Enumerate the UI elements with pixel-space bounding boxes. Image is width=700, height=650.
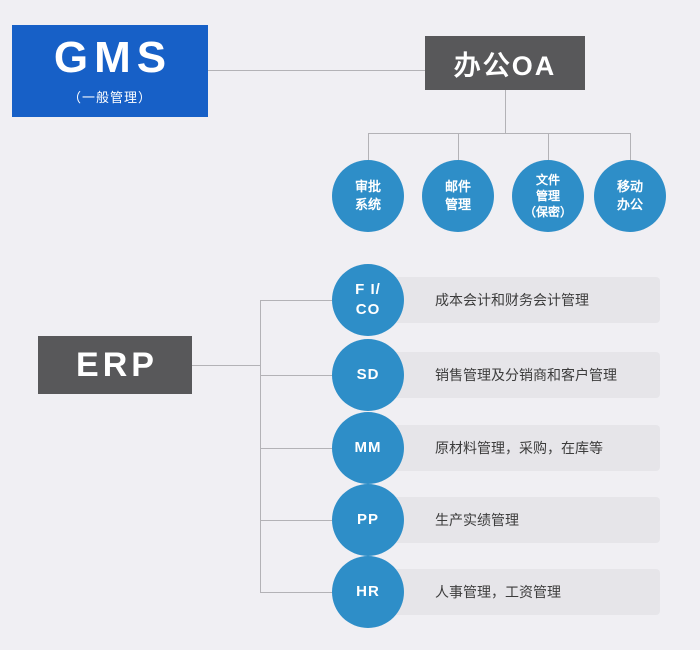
erp-module-bar-fico: 成本会计和财务会计管理 <box>360 277 660 323</box>
oa-circle-file-management: 文件 管理 （保密） <box>512 160 584 232</box>
erp-module-circle-sd: SD <box>332 339 404 411</box>
connector-oa-drop-2 <box>458 133 459 160</box>
erp-module-desc: 成本会计和财务会计管理 <box>435 292 589 308</box>
connector-erp-stub-5 <box>260 592 334 593</box>
connector-gms-oa <box>208 70 425 71</box>
erp-module-bar-mm: 原材料管理，采购，在库等 <box>360 425 660 471</box>
erp-module-desc: 原材料管理，采购，在库等 <box>435 440 603 456</box>
erp-box: ERP <box>38 336 192 394</box>
connector-oa-drop-4 <box>630 133 631 160</box>
erp-module-desc: 销售管理及分销商和客户管理 <box>435 367 617 383</box>
erp-module-desc: 人事管理，工资管理 <box>435 584 561 600</box>
erp-module-bar-sd: 销售管理及分销商和客户管理 <box>360 352 660 398</box>
erp-module-circle-hr: HR <box>332 556 404 628</box>
erp-title: ERP <box>76 345 158 384</box>
connector-oa-drop-1 <box>368 133 369 160</box>
oa-circle-mail-management: 邮件 管理 <box>422 160 494 232</box>
connector-erp-stub-4 <box>260 520 334 521</box>
connector-erp-stub-1 <box>260 300 334 301</box>
connector-oa-down <box>505 90 506 133</box>
gms-title: GMS <box>53 33 173 82</box>
gms-subtitle: （一般管理） <box>67 90 152 105</box>
connector-erp-stub-2 <box>260 375 334 376</box>
connector-erp-right <box>192 365 260 366</box>
erp-module-circle-mm: MM <box>332 412 404 484</box>
oa-circle-mobile-office: 移动 办公 <box>594 160 666 232</box>
erp-module-circle-fico: F I/ CO <box>332 264 404 336</box>
connector-oa-spread <box>368 133 630 134</box>
erp-module-desc: 生产实绩管理 <box>435 512 519 528</box>
erp-module-bar-hr: 人事管理，工资管理 <box>360 569 660 615</box>
oa-box: 办公OA <box>425 36 585 90</box>
erp-module-circle-pp: PP <box>332 484 404 556</box>
connector-oa-drop-3 <box>548 133 549 160</box>
gms-box: GMS （一般管理） <box>12 25 208 117</box>
connector-erp-stub-3 <box>260 448 334 449</box>
oa-title: 办公OA <box>453 50 557 81</box>
connector-erp-trunk <box>260 300 261 592</box>
oa-circle-approval-system: 审批 系统 <box>332 160 404 232</box>
erp-module-bar-pp: 生产实绩管理 <box>360 497 660 543</box>
